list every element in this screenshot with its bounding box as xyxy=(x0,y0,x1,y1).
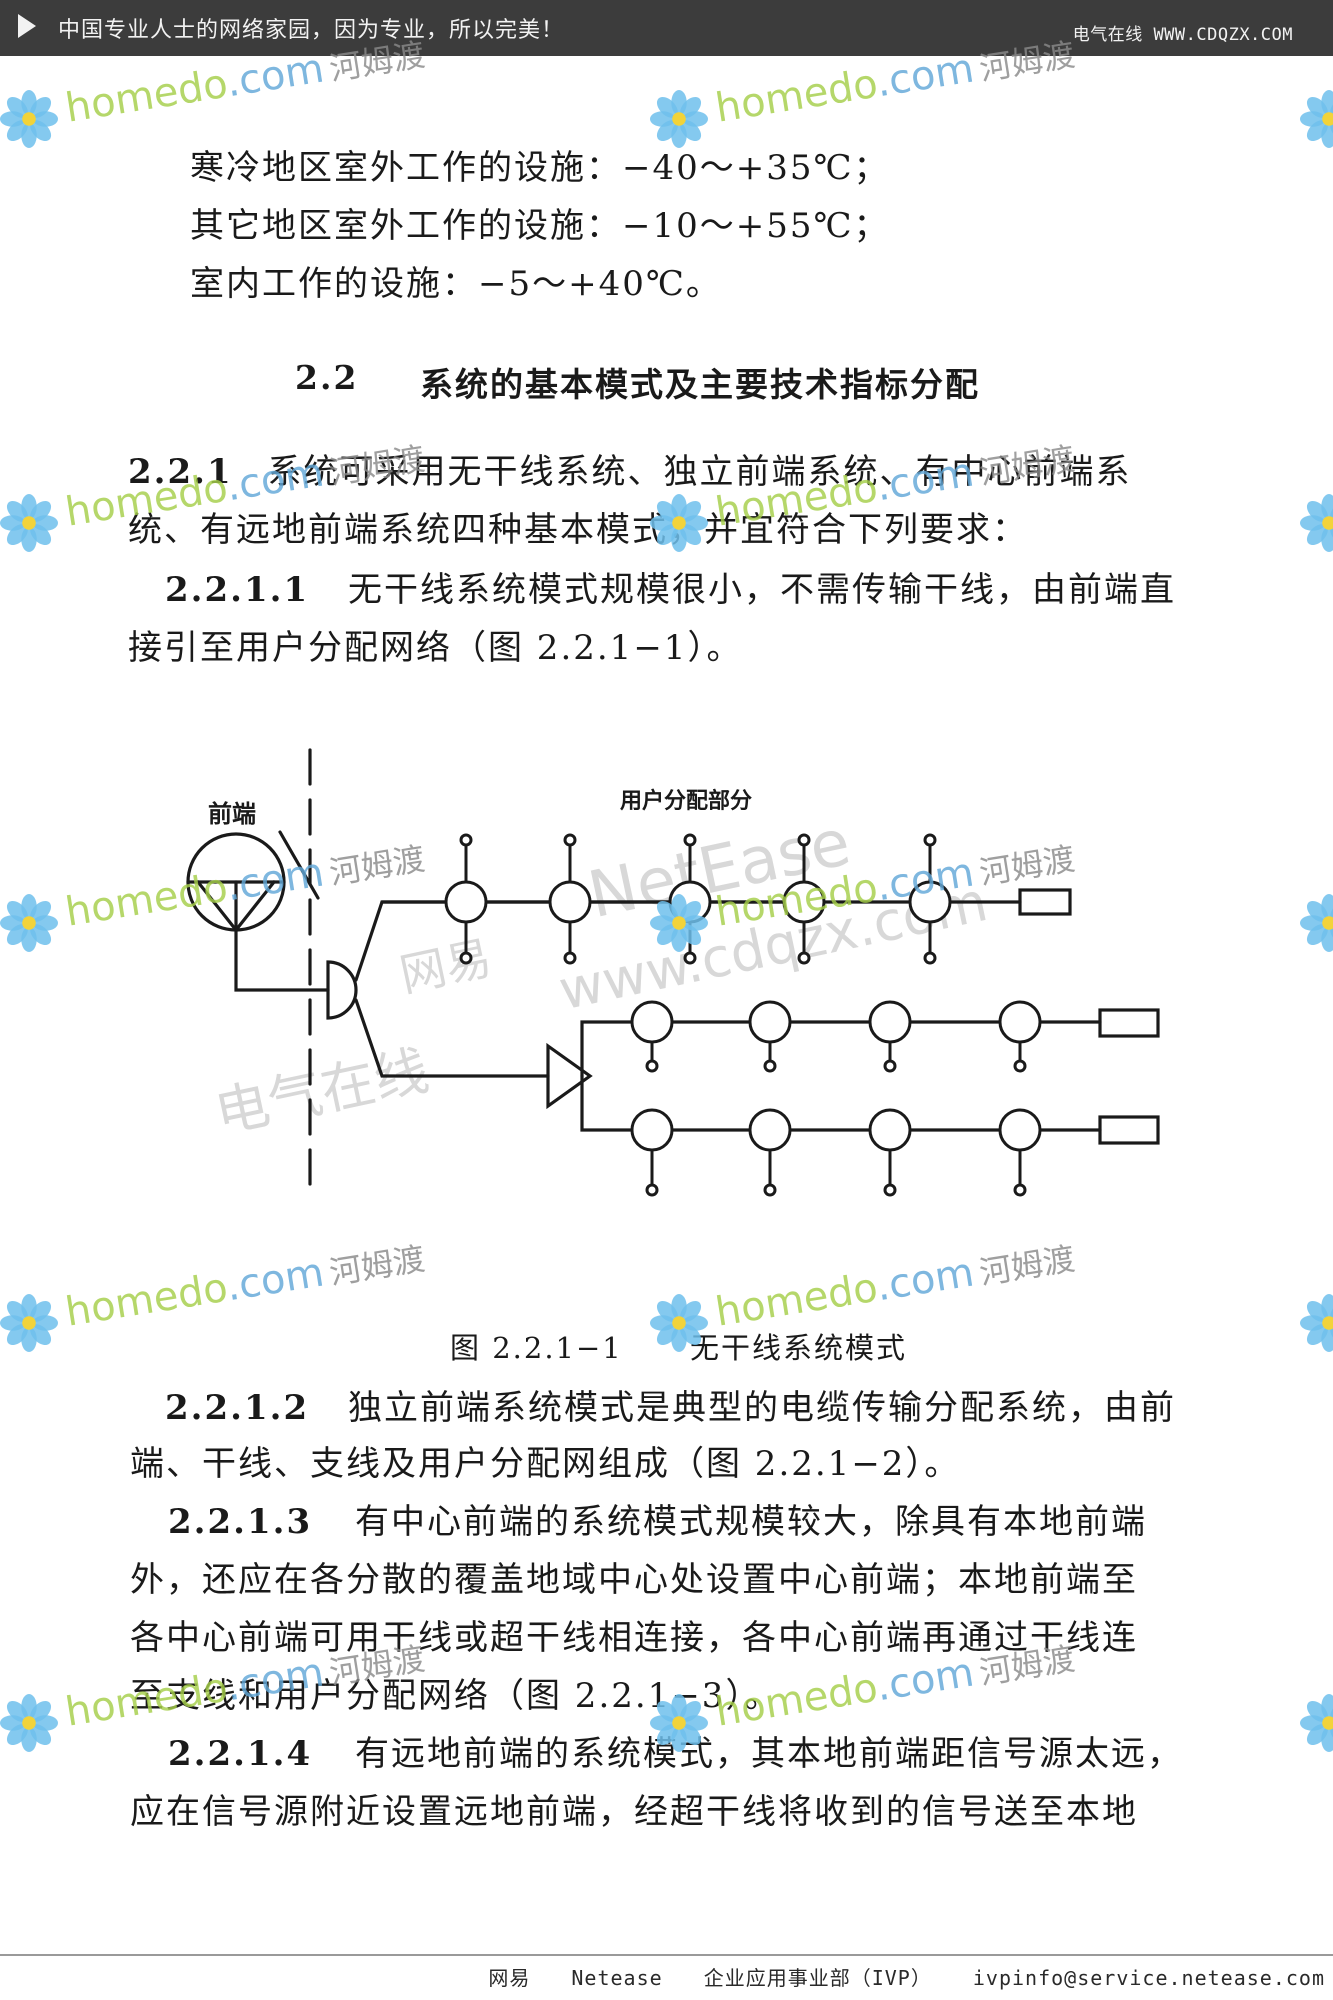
temp-line-indoor: 室内工作的设施：−5～+40℃。 xyxy=(190,264,722,304)
terminator-2 xyxy=(1098,1008,1160,1038)
splitter-symbol xyxy=(326,960,358,1020)
play-icon[interactable] xyxy=(18,14,36,38)
clause-2-2-1-1-line1: 2.2.1.1 无干线系统模式规模很小，不需传输干线，由前端直 xyxy=(165,562,1176,611)
watermark-domain: .com xyxy=(222,1249,328,1311)
tap-r3-1 xyxy=(630,1108,674,1197)
footer-company-en: Netease xyxy=(571,1966,663,1990)
clause-2-2-1-4-line1: 2.2.1.4 有远地前端的系统模式，其本地前端距信号源太远， xyxy=(168,1726,1183,1775)
clause-2-2-1-2-line1: 2.2.1.2 独立前端系统模式是典型的电缆传输分配系统，由前 xyxy=(165,1380,1176,1429)
clause-number: 2.2.1.1 xyxy=(165,570,310,610)
headend-label: 前端 xyxy=(208,800,256,828)
watermark-latin: homedo xyxy=(62,1264,231,1336)
flower-logo-icon xyxy=(1300,894,1333,952)
clause-2-2-1-3-line4: 至支线和用户分配网络（图 2.2.1−3）。 xyxy=(130,1676,781,1716)
watermark-latin: homedo xyxy=(62,60,231,132)
top-banner: 中国专业人士的网络家园，因为专业，所以完美！ 电气在线 WWW.CDQZX.CO… xyxy=(0,0,1333,56)
flower-logo-icon xyxy=(1300,494,1333,552)
clause-2-2-1-4-line2: 应在信号源附近设置远地前端，经超干线将收到的信号送至本地 xyxy=(130,1792,1138,1832)
banner-site[interactable]: 电气在线 WWW.CDQZX.COM xyxy=(1072,25,1293,45)
footer-divider xyxy=(0,1954,1333,1956)
tap-r3-4 xyxy=(998,1108,1042,1197)
headend-feed-line xyxy=(234,928,330,992)
clause-number: 2.2.1.2 xyxy=(165,1388,310,1428)
clause-2-2-1-2-line2: 端、干线、支线及用户分配网组成（图 2.2.1−2）。 xyxy=(130,1444,961,1484)
clause-number: 2.2.1 xyxy=(128,452,233,492)
figure-title: 无干线系统模式 xyxy=(689,1331,907,1365)
clause-text: 无干线系统模式规模很小，不需传输干线，由前端直 xyxy=(347,570,1176,610)
distribution-label: 用户分配部分 xyxy=(620,788,752,814)
amplifier-triangle xyxy=(546,1042,593,1110)
system-diagram: 前端 用户分配部分 xyxy=(186,748,1160,1197)
homedo-watermark: homedo.com河姆渡 xyxy=(712,1234,1078,1335)
clause-2-2-1-line2: 统、有远地前端系统四种基本模式，并宜符合下列要求： xyxy=(128,510,1028,550)
watermark-chinese: 河姆渡 xyxy=(326,1239,428,1293)
tap-r1-1 xyxy=(444,833,488,965)
clause-2-2-1-1-line2: 接引至用户分配网络（图 2.2.1−1）。 xyxy=(128,628,743,668)
tap-r2-2 xyxy=(748,1000,792,1073)
section-number: 2.2 xyxy=(295,358,359,397)
footer-dept: 企业应用事业部（IVP） xyxy=(703,1966,932,1990)
headend-symbol-diag xyxy=(278,830,320,900)
section-title: 系统的基本模式及主要技术指标分配 xyxy=(420,365,980,404)
tap-r1-2 xyxy=(548,833,592,965)
row3-taps xyxy=(630,1108,1042,1197)
footer-email[interactable]: ivpinfo@service.netease.com xyxy=(972,1966,1325,1990)
clause-2-2-1-3-line3: 各中心前端可用干线或超干线相连接，各中心前端再通过干线连 xyxy=(130,1618,1138,1658)
clause-2-2-1-3-line1: 2.2.1.3 有中心前端的系统模式规模较大，除具有本地前端 xyxy=(168,1494,1147,1543)
figure-number: 图 2.2.1−1 xyxy=(450,1331,623,1365)
footer-company-cn: 网易 xyxy=(488,1966,531,1990)
row1-taps xyxy=(444,833,952,965)
tap-r3-2 xyxy=(748,1108,792,1197)
tap-r1-4 xyxy=(782,833,826,965)
watermark-chinese: 河姆渡 xyxy=(976,1239,1078,1293)
watermark-domain: .com xyxy=(872,1249,978,1311)
homedo-watermark: homedo.com河姆渡 xyxy=(62,1234,428,1336)
row2-taps xyxy=(630,1000,1042,1073)
clause-number: 2.2.1.4 xyxy=(168,1734,313,1774)
terminator-1 xyxy=(1018,888,1072,916)
watermark-latin: homedo xyxy=(712,60,881,132)
flower-logo-icon xyxy=(0,1694,58,1752)
clause-2-2-1-3-line2: 外，还应在各分散的覆盖地域中心处设置中心前端；本地前端至 xyxy=(130,1560,1138,1600)
flower-logo-icon xyxy=(1300,90,1333,148)
tap-r2-3 xyxy=(868,1000,912,1073)
banner-slogan: 中国专业人士的网络家园，因为专业，所以完美！ xyxy=(58,18,565,43)
temp-line-cold: 寒冷地区室外工作的设施：−40～+35℃； xyxy=(190,148,890,188)
terminator-3 xyxy=(1098,1115,1160,1145)
tap-r1-5 xyxy=(908,833,952,965)
clause-number: 2.2.1.3 xyxy=(168,1502,313,1542)
figure-caption: 图 2.2.1−1 无干线系统模式 xyxy=(450,1325,907,1367)
flower-logo-icon xyxy=(1300,1694,1333,1752)
flower-logo-icon xyxy=(0,894,58,952)
branch-line-2 xyxy=(580,1020,1102,1078)
tap-r2-1 xyxy=(630,1000,674,1073)
clause-text: 系统可采用无干线系统、独立前端系统、有中心前端系 xyxy=(267,452,1132,492)
tap-r1-3 xyxy=(668,833,712,965)
footer: 网易 Netease 企业应用事业部（IVP） ivpinfo@service.… xyxy=(460,1962,1325,1991)
clause-text: 独立前端系统模式是典型的电缆传输分配系统，由前 xyxy=(347,1388,1176,1428)
flower-logo-icon xyxy=(1300,1294,1333,1352)
branch-line-3 xyxy=(580,1074,1102,1132)
flower-logo-icon xyxy=(0,494,58,552)
tap-r3-3 xyxy=(868,1108,912,1197)
lower-feed-line xyxy=(354,998,550,1078)
clause-2-2-1-line1: 2.2.1 系统可采用无干线系统、独立前端系统、有中心前端系 xyxy=(128,444,1131,493)
flower-logo-icon xyxy=(0,1294,58,1352)
clause-text: 有中心前端的系统模式规模较大，除具有本地前端 xyxy=(354,1502,1147,1542)
flower-logo-icon xyxy=(0,90,58,148)
temp-line-other: 其它地区室外工作的设施：−10～+55℃； xyxy=(190,206,890,246)
clause-text: 有远地前端的系统模式，其本地前端距信号源太远， xyxy=(354,1734,1183,1774)
tap-r2-4 xyxy=(998,1000,1042,1073)
